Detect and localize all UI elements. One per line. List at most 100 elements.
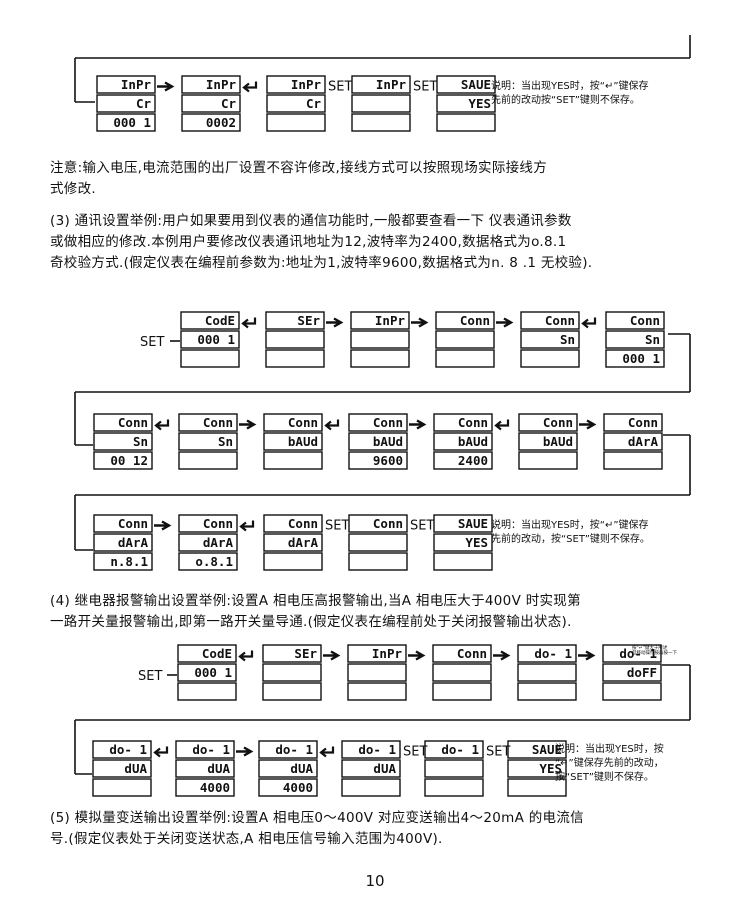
lcd-cell [424,759,484,778]
lcd-text: YES [468,96,491,111]
lcd-cell [177,644,237,663]
lcd-cell [93,451,153,470]
lcd-text: InPr [121,77,152,92]
lcd-cell [96,75,156,94]
relay-example-paragraph: (4) 继电器报警输出设置举例:设置A 相电压高报警输出,当A 相电压大于400… [50,593,581,630]
lcd-cell [178,533,238,552]
lcd-text: Cr [306,96,322,111]
lcd-cell [96,94,156,113]
lcd-cell [175,778,235,797]
page-number: 10 [365,872,385,890]
lcd-text: do- 1 [192,742,230,757]
lcd-cell [178,432,238,451]
right-arrow-icon [157,81,175,92]
lcd-cell [348,451,408,470]
lcd-cell [351,113,411,132]
enter-key-icon [154,419,170,431]
lcd-text: dUA [207,761,230,776]
lcd-display-box: do- 1 [424,740,484,797]
lcd-cell [348,432,408,451]
set-key-label: SET [140,335,164,350]
lcd-cell [433,432,493,451]
lcd-cell [258,740,318,759]
analog-example-paragraph: (5) 模拟量变送输出设置举例:设置A 相电压0～400V 对应变送输出4～20… [50,810,584,847]
lcd-text: Conn [373,415,403,430]
lcd-text: Conn [545,313,575,328]
lcd-text: InPr [372,646,403,661]
range-note-paragraph: 注意:输入电压,电流范围的出厂设置不容许修改,接线方式可以按照现场实际接线方 式… [50,160,548,197]
lcd-cell [178,413,238,432]
flow-note-line: 按“SET”键则不保存。 [555,770,654,783]
lcd-cell [92,778,152,797]
enter-key-icon [494,419,510,431]
right-arrow-icon [408,650,426,661]
lcd-text: bAUd [543,434,573,449]
lcd-cell [263,432,323,451]
lcd-cell [351,75,411,94]
lcd-cell [92,740,152,759]
lcd-cell [263,533,323,552]
lcd-cell [348,552,408,571]
lcd-display-box: InPr [347,644,407,701]
lcd-cell [348,514,408,533]
lcd-cell [520,330,580,349]
lcd-cell [181,113,241,132]
lcd-text: bAUd [458,434,488,449]
set-key-label: SET [486,745,510,760]
right-arrow-icon [323,650,341,661]
lcd-cell [436,94,496,113]
lcd-cell [350,349,410,368]
lcd-text: SAUE [532,742,562,757]
right-arrow-icon [326,317,344,328]
enter-key-icon [242,81,258,93]
lcd-cell [265,349,325,368]
enter-key-icon [241,317,257,329]
lcd-text: InPr [376,77,407,92]
lcd-text: dArA [118,535,149,550]
lcd-cell [603,451,663,470]
lcd-cell [432,682,492,701]
lcd-display-box: SEr [262,644,322,701]
lcd-cell [92,759,152,778]
lcd-cell [518,451,578,470]
lcd-cell [350,330,410,349]
lcd-cell [266,94,326,113]
lcd-cell [262,682,322,701]
lcd-cell [518,432,578,451]
lcd-text: do- 1 [358,742,396,757]
lcd-text: 9600 [373,453,403,468]
lcd-cell [262,663,322,682]
lcd-cell [435,311,495,330]
lcd-cell [265,311,325,330]
lcd-text: InPr [206,77,237,92]
lcd-cell [603,413,663,432]
lcd-cell [517,663,577,682]
flow-note-line: 先前的改动按“SET”键则不保存。 [491,93,640,106]
lcd-cell [433,413,493,432]
lcd-text: 000 1 [197,332,235,347]
lcd-text: InPr [291,77,322,92]
lcd-cell [180,349,240,368]
set-key-label: SET [413,80,437,95]
lcd-cell [348,533,408,552]
lcd-cell [433,514,493,533]
right-arrow-icon [409,419,427,430]
flow-note-line: 先前的改动，按“SET”键则不保存。 [491,532,650,545]
flow-note-line: 说明：当出现YES时，按“↵”键保存 [491,79,649,92]
lcd-cell [605,330,665,349]
lcd-cell [265,330,325,349]
lcd-cell [435,330,495,349]
lcd-cell [436,113,496,132]
lcd-cell [341,778,401,797]
lcd-cell [424,740,484,759]
